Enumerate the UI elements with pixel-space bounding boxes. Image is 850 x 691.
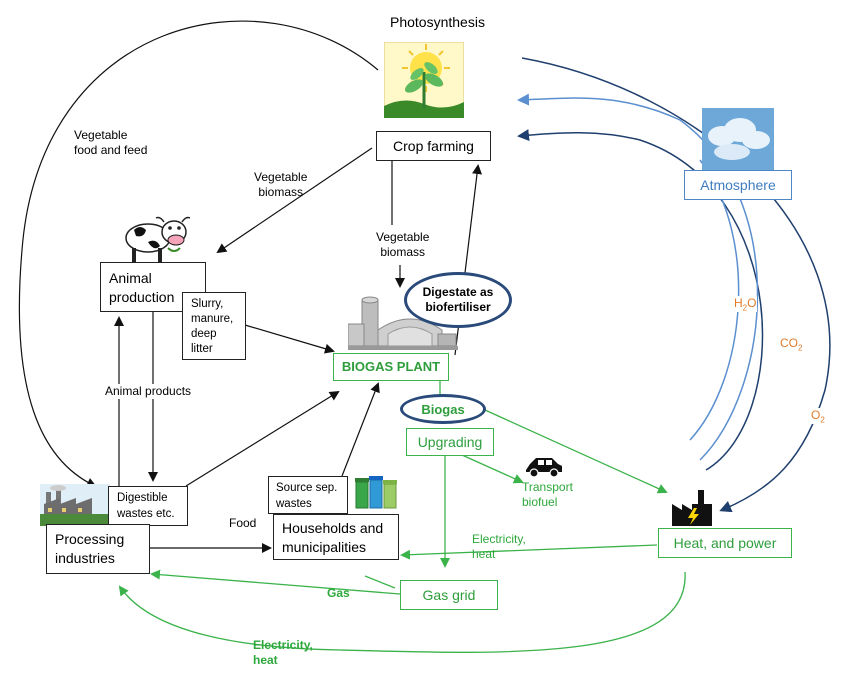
arrow-heat-to-households [400,544,658,560]
heat-power-box: Heat, and power [658,528,792,558]
vegetable-food-feed-line2: food and feed [74,143,148,157]
vegetable-biomass-left-label: Vegetable biomass [254,170,307,200]
transport-biofuel-line1: Transport [522,480,573,494]
arrow-gasgrid-to-households [364,575,396,589]
co2-sub: 2 [798,343,803,353]
vegetable-biomass-center-line2: biomass [380,245,426,259]
cloud-icon [702,108,774,170]
industry-icon [40,484,110,526]
arrow-o2 [521,57,831,513]
vegetable-food-feed-line1: Vegetable [74,128,128,142]
digestate-line2: biofertiliser [425,300,491,314]
heat-power-label: Heat, and power [673,535,777,551]
food-label: Food [229,516,257,530]
arrow-heat-to-processing [118,571,686,653]
car-icon [524,456,564,478]
vegetable-food-feed-label: Vegetable food and feed [74,128,147,158]
processing-industries-box: Processing industries [46,524,150,574]
animal-production-line2: production [109,288,175,305]
animal-products-label: Animal products [103,384,194,399]
transport-biofuel-label: Transport biofuel [522,480,573,510]
processing-industries-line2: industries [55,549,115,566]
electricity-heat-mid-line1: Electricity, [472,532,526,546]
slurry-line3: deep [191,327,217,340]
arrow-vegetable-food-feed [18,20,379,488]
digestate-ellipse: Digestate as biofertiliser [404,272,512,328]
households-line1: Households and [282,520,384,536]
vegetable-biomass-left-line1: Vegetable [254,170,308,184]
arrow-biogas-to-heat [484,409,668,494]
gas-grid-box: Gas grid [400,580,498,610]
digestible-wastes-line2: wastes etc. [117,507,175,520]
recycling-bins-icon [354,474,400,510]
electricity-heat-mid-label: Electricity, heat [472,532,526,562]
slurry-line2: manure, [191,312,234,325]
processing-industries-line1: Processing [55,531,125,547]
arrow-gasgrid-to-processing [150,569,401,595]
households-line2: municipalities [282,538,367,555]
digestate-line1: Digestate as [422,285,494,299]
source-sep-line1: Source sep. [276,482,338,494]
digestible-wastes-box: Digestible wastes etc. [108,486,188,526]
source-sep-line2: wastes [276,497,312,510]
electricity-heat-mid-line2: heat [472,547,496,561]
atmosphere-box: Atmosphere [684,170,792,200]
vegetable-biomass-center-line1: Vegetable [376,230,430,244]
h2o-o: O [747,296,757,310]
arrow-h2o [689,159,740,441]
arrow-slurry-to-plant [244,324,335,354]
atmosphere-label: Atmosphere [700,177,776,193]
animal-production-line1: Animal [109,270,152,286]
h2o-sub: 2 [742,303,748,313]
o2-o: O [811,408,821,422]
gas-label: Gas [327,586,350,600]
upgrading-label: Upgrading [417,434,483,450]
vegetable-biomass-left-line2: biomass [258,185,304,199]
digestible-wastes-line1: Digestible [117,492,168,504]
biogas-ellipse: Biogas [400,394,486,424]
crop-farming-box: Crop farming [376,131,491,161]
slurry-line4: litter [191,342,213,355]
o2-sub: 2 [820,415,825,425]
electricity-heat-bottom-line1: Electricity, [253,638,313,652]
arrow-wastes-to-plant [185,390,340,487]
crop-farming-label: Crop farming [393,138,474,154]
co2-label: CO2 [779,336,804,353]
source-sep-wastes-box: Source sep. wastes [268,476,348,514]
h2o-label: H2O [733,296,758,313]
plant-sun-icon [383,41,465,119]
households-box: Households and municipalities [273,514,399,560]
gas-grid-label: Gas grid [422,587,476,603]
vegetable-biomass-center-label: Vegetable biomass [376,230,430,260]
o2-label: O2 [810,408,826,425]
h2o-h: H [734,296,743,310]
slurry-box: Slurry, manure, deep litter [182,292,246,360]
co2-co: CO [780,336,798,350]
upgrading-box: Upgrading [406,428,494,456]
electricity-heat-bottom-line2: heat [253,653,278,667]
biogas-plant-label: BIOGAS PLANT [341,359,441,374]
biogas-plant-icon [347,290,458,352]
arrow-sourcesep-to-plant [341,382,380,477]
diagram-title: Photosynthesis [390,14,485,30]
factory-icon [672,490,712,526]
arrow-upgrading-to-transport [461,454,524,484]
biogas-label: Biogas [421,401,465,417]
transport-biofuel-line2: biofuel [522,495,558,509]
biogas-plant-box: BIOGAS PLANT [333,353,449,381]
slurry-line1: Slurry, [191,298,224,310]
arrow-crop-to-animal [216,147,373,254]
electricity-heat-bottom-label: Electricity, heat [253,638,313,668]
cow-icon [124,212,191,264]
